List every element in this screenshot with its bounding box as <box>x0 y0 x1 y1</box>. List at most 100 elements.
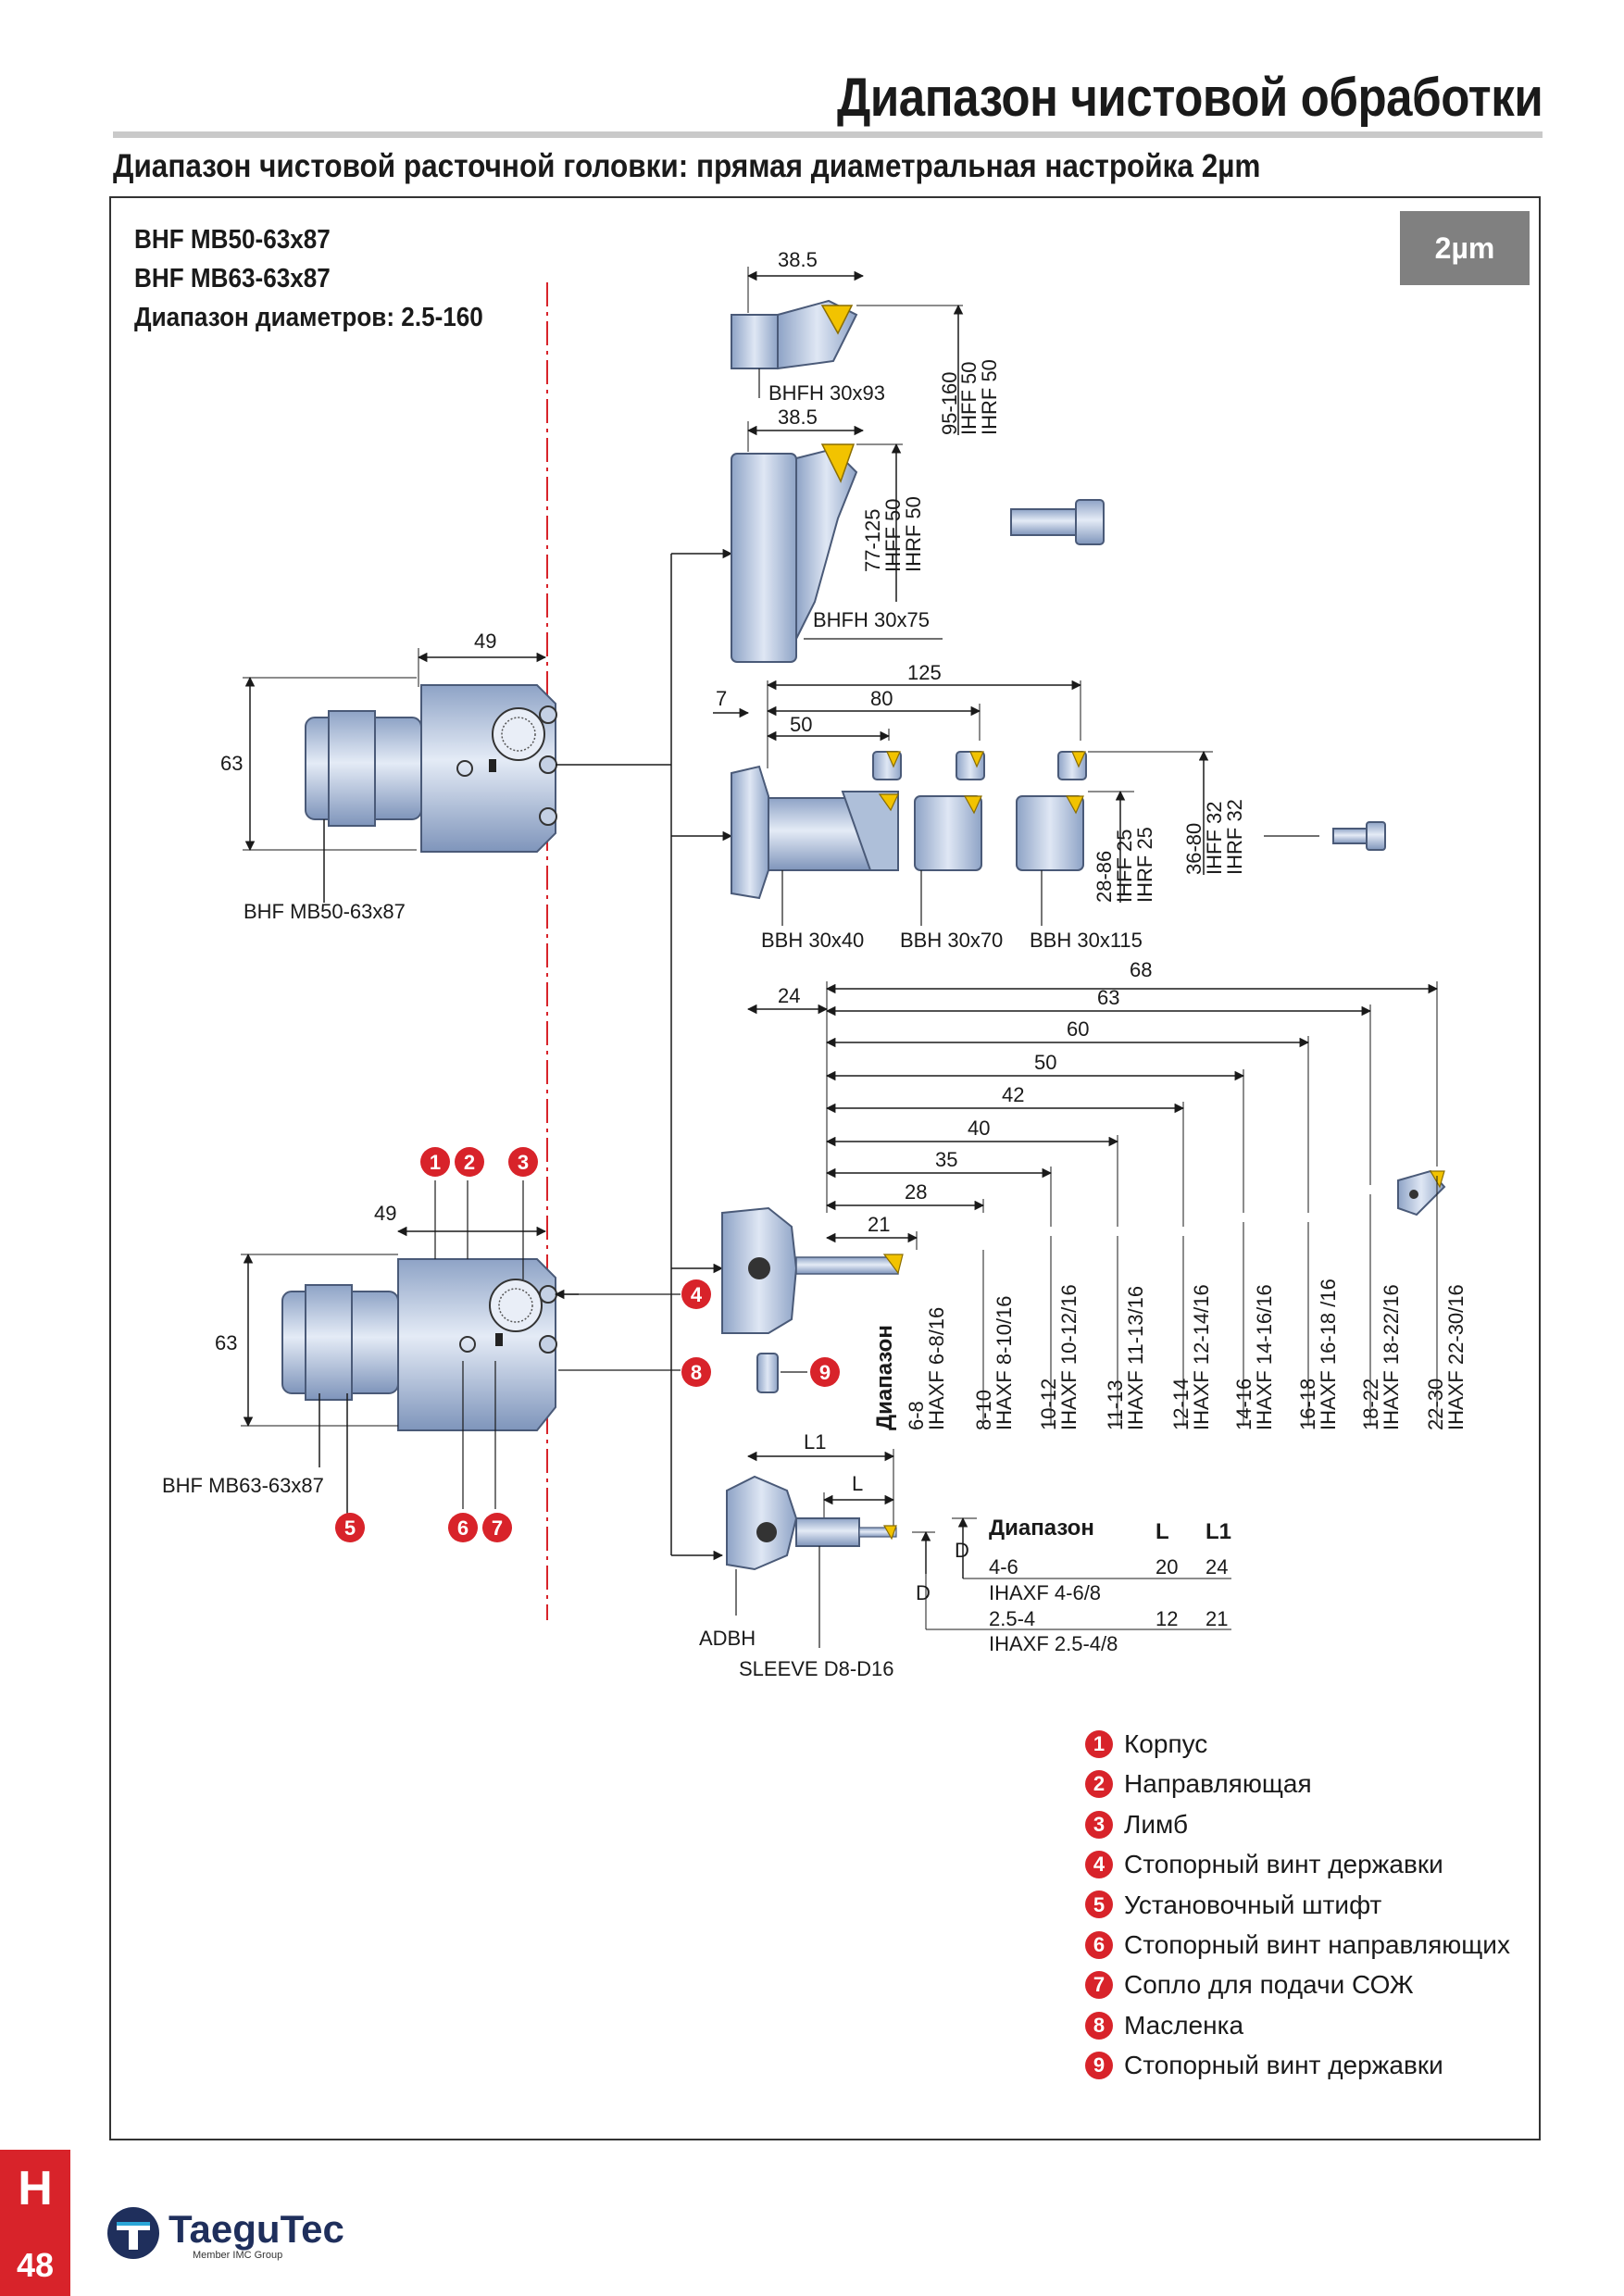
vtext-bbh-b-ihff: IHFF 32 <box>1203 802 1226 875</box>
vtext-bbh-a-range: 28-86 <box>1093 851 1116 903</box>
legend-badge: 9 <box>1085 2051 1113 2079</box>
dim-63-bottom: 63 <box>215 1331 237 1354</box>
ihaxf-range-3: 11-13 <box>1104 1379 1127 1430</box>
vtext-bhfh75-ihrf: IHRF 50 <box>902 496 925 572</box>
bbh-30x70-tool <box>914 795 982 871</box>
vtext-range-word: Диапазон <box>872 1325 897 1430</box>
table-row2-l1: 21 <box>1206 1607 1228 1630</box>
legend-text: Направляющая <box>1124 1769 1312 1799</box>
table-row1-l: 20 <box>1156 1555 1178 1578</box>
ihaxf-insert-7: IHAXF 18-22/16 <box>1380 1284 1403 1430</box>
model-line-1: BHF MB50-63x87 <box>134 225 331 255</box>
bbh-30x115-tool <box>1016 795 1084 871</box>
table-header-l1: L1 <box>1206 1519 1231 1544</box>
diagram-frame <box>109 196 1541 2140</box>
logo-wordmark: TaeguTec <box>169 2207 344 2251</box>
svg-text:9: 9 <box>819 1361 831 1384</box>
dim-49-top: 49 <box>474 630 496 653</box>
legend-text: Масленка <box>1124 2010 1244 2040</box>
page-subtitle: Диапазон чистовой расточной головки: пря… <box>113 148 1261 184</box>
dim-50: 50 <box>790 713 812 736</box>
dim-42: 42 <box>1002 1083 1024 1106</box>
dim-68: 68 <box>1130 958 1152 981</box>
ihaxf-insert-4: IHAXF 12-14/16 <box>1190 1284 1213 1430</box>
ihaxf-insert-5: IHAXF 14-16/16 <box>1253 1284 1276 1430</box>
logo-tagline: Member IMC Group <box>193 2250 283 2261</box>
boring-head-bottom <box>281 1258 557 1431</box>
dim-80: 80 <box>870 687 893 710</box>
dim-38-5-b: 38.5 <box>778 406 818 429</box>
dim-125: 125 <box>907 661 942 684</box>
bbh-30x40-tool <box>731 765 899 900</box>
ihaxf-range-2: 10-12 <box>1037 1379 1060 1430</box>
vtext-bbh-b-ihrf: IHRF 32 <box>1223 799 1246 875</box>
table-row1-insert: IHAXF 4-6/8 <box>989 1581 1101 1604</box>
dim-63-top: 63 <box>220 752 243 775</box>
table-row1-range: 4-6 <box>989 1555 1018 1578</box>
adbh-holder <box>726 1475 897 1571</box>
svg-text:4: 4 <box>691 1283 703 1306</box>
label-bbh-30x70: BBH 30x70 <box>900 929 1003 952</box>
callout-2: 2 <box>455 1147 484 1177</box>
ihaxf-insert-8: IHAXF 22-30/16 <box>1444 1284 1468 1430</box>
legend-badge: 2 <box>1085 1770 1113 1799</box>
diameter-range: Диапазон диаметров: 2.5-160 <box>134 303 483 332</box>
dim-63-ihaxf: 63 <box>1097 986 1119 1009</box>
legend-badge: 7 <box>1085 1971 1113 2000</box>
label-bbh-30x40: BBH 30x40 <box>761 929 864 952</box>
table-header-l: L <box>1156 1519 1169 1544</box>
legend-badge: 5 <box>1085 1890 1113 1919</box>
legend-item: 8 Масленка <box>1085 2005 1510 2045</box>
ihaxf-insert-1: IHAXF 8-10/16 <box>993 1295 1016 1430</box>
model-block: BHF MB50-63x87 BHF MB63-63x87 Диапазон д… <box>134 220 483 337</box>
legend-badge: 8 <box>1085 2011 1113 2040</box>
legend-badge: 6 <box>1085 1930 1113 1959</box>
ihaxf-insert-2: IHAXF 10-12/16 <box>1057 1284 1081 1430</box>
ihaxf-insert-6: IHAXF 16-18 /16 <box>1317 1279 1340 1430</box>
taegutec-logo: TaeguTec Member IMC Group <box>104 2203 344 2268</box>
legend-text: Стопорный винт державки <box>1124 1850 1443 1879</box>
dim-24: 24 <box>778 984 800 1007</box>
callout-5: 5 <box>335 1513 365 1542</box>
bhfh-30x93-tool <box>731 299 858 370</box>
legend-text: Сопло для подачи СОЖ <box>1124 1970 1414 2000</box>
callout-9: 9 <box>810 1357 840 1387</box>
legend-text: Стопорный винт направляющих <box>1124 1930 1510 1960</box>
vtext-bhfh75-range: 77-125 <box>861 508 884 572</box>
table-row1-l1: 24 <box>1206 1555 1228 1578</box>
ihaxf-insert-3: IHAXF 11-13/16 <box>1124 1286 1147 1430</box>
legend-text: Лимб <box>1124 1809 1188 1839</box>
dim-l1: L1 <box>804 1430 826 1454</box>
vtext-bhfh93-range: 95-160 <box>938 371 961 435</box>
legend-badge: 1 <box>1085 1729 1113 1758</box>
dim-50-ihaxf: 50 <box>1034 1051 1056 1074</box>
legend-badge: 3 <box>1085 1810 1113 1839</box>
section-tab: H 48 <box>0 2150 70 2296</box>
legend-item: 6 Стопорный винт направляющих <box>1085 1925 1510 1965</box>
legend-text: Стопорный винт державки <box>1124 2051 1443 2080</box>
page-number: 48 <box>16 2246 55 2284</box>
boring-head-top <box>305 684 557 853</box>
dim-35: 35 <box>935 1148 957 1171</box>
dim-d-row1: D <box>955 1539 969 1562</box>
bbh-insert-1 <box>872 751 902 780</box>
bbh-insert-3 <box>1057 751 1087 780</box>
svg-text:8: 8 <box>691 1361 702 1384</box>
clamp-screw-50 <box>1010 499 1105 545</box>
legend-item: 2 Направляющая <box>1085 1764 1510 1803</box>
svg-text:2: 2 <box>464 1151 475 1174</box>
callout-4: 4 <box>681 1279 711 1309</box>
vtext-bbh-a-ihff: IHFF 25 <box>1113 830 1136 903</box>
label-bhfh-30x75: BHFH 30x75 <box>813 608 930 631</box>
ihaxf-range-4: 12-14 <box>1169 1379 1193 1430</box>
dim-38-5-a: 38.5 <box>778 248 818 271</box>
ihaxf-range-7: 18-22 <box>1359 1379 1382 1430</box>
dim-40: 40 <box>968 1117 990 1140</box>
ihaxf-range-0: 6-8 <box>905 1401 928 1430</box>
table-row2-insert: IHAXF 2.5-4/8 <box>989 1632 1118 1655</box>
svg-text:3: 3 <box>518 1151 529 1174</box>
callout-8: 8 <box>681 1357 711 1387</box>
